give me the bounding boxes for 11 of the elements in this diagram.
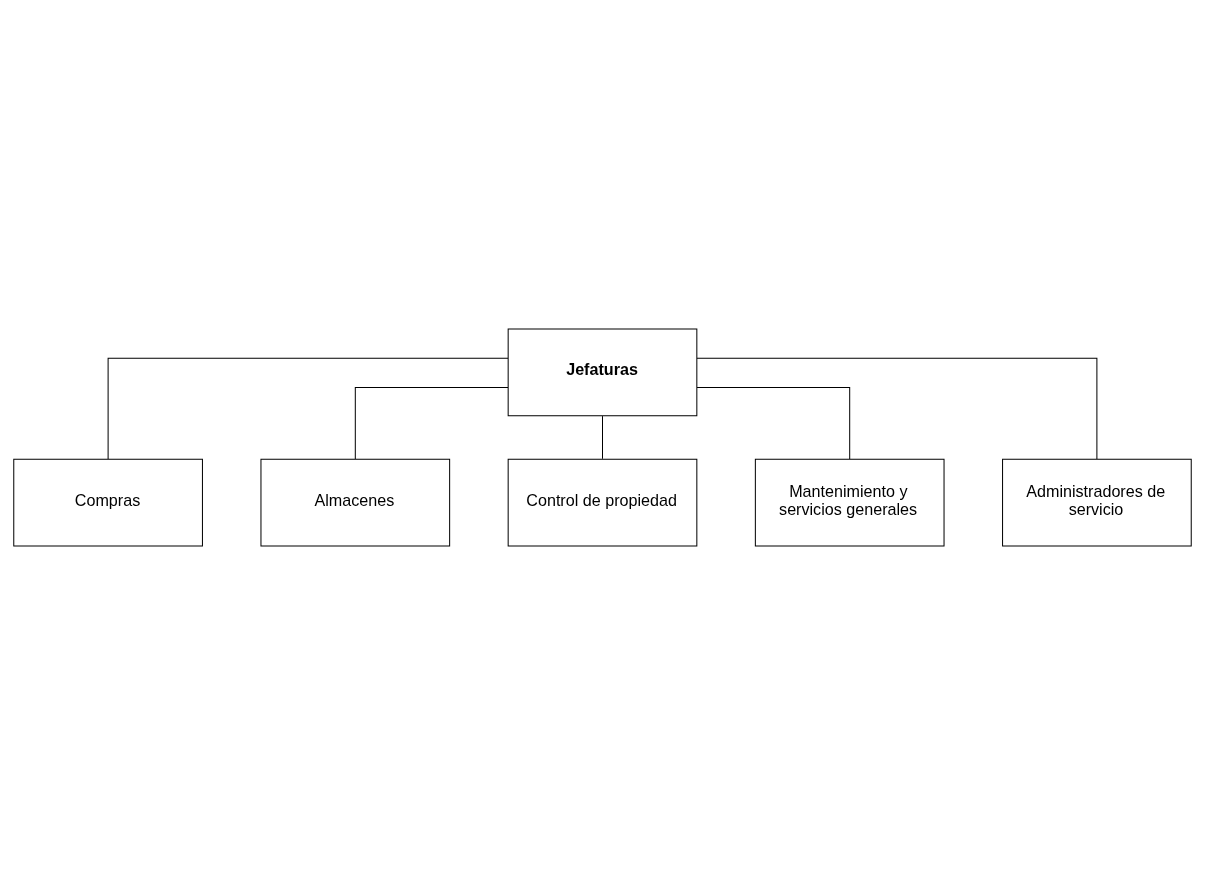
node-box: Mantenimiento y servicios generales — [754, 458, 945, 547]
connector — [354, 387, 509, 460]
node-box: Almacenes — [260, 458, 451, 547]
connector — [696, 357, 1098, 460]
node-box: Administradores de servicio — [1002, 458, 1192, 547]
connector — [107, 357, 509, 460]
connector — [696, 387, 851, 460]
node-box: Control de propiedad — [507, 458, 698, 547]
connector — [602, 415, 603, 460]
node-box: Jefaturas — [507, 328, 698, 417]
node-box: Compras — [13, 458, 203, 547]
